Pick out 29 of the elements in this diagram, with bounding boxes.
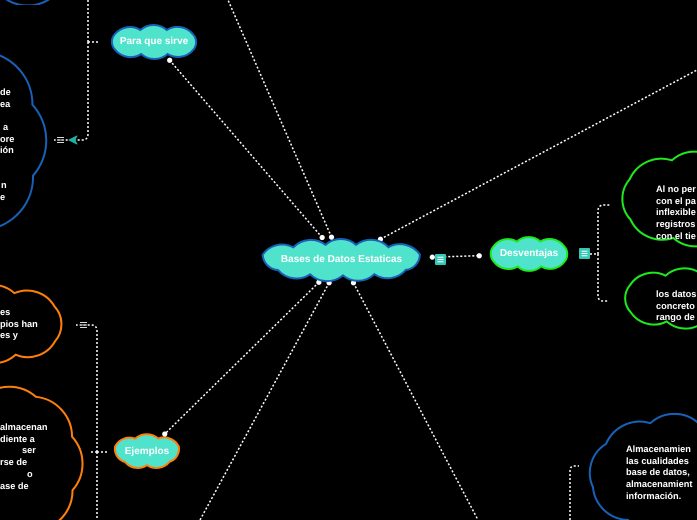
connector-line (76, 324, 98, 452)
connector-line (167, 58, 325, 240)
note-text: almacenan diente a ser rse de o ase de (0, 422, 48, 492)
note-text: de ea (0, 87, 11, 110)
connector-line (89, 451, 97, 453)
topic-label: Ejemplos (124, 446, 170, 458)
connector-line (88, 41, 98, 43)
connector-line (199, 280, 332, 520)
connector-line (227, 0, 334, 240)
topic-label: Desventajas (500, 248, 558, 260)
note-text: los datos concreto rango de (656, 289, 696, 324)
note-text: Almacenamien las cualidades base de datos, almacenamient información. (626, 444, 692, 503)
connector-line (378, 69, 697, 242)
connector-line (54, 42, 89, 144)
topic-label: Bases de Datos Estaticas (280, 254, 402, 266)
connector-line (590, 253, 598, 255)
connector-line (87, 0, 89, 42)
note-text: a ore ión (0, 122, 14, 158)
connector-line (430, 253, 482, 260)
connector-line (597, 204, 610, 254)
note-text: Al no per con el pa inflexible registros con el tie (656, 184, 696, 243)
connector-line (96, 452, 98, 520)
topic-label: Para que sirve (120, 36, 188, 48)
connector-line (350, 280, 479, 520)
note-text: es pios han es y (0, 307, 38, 342)
connector-line (162, 280, 322, 437)
connector-line (97, 451, 107, 453)
note-text: n e (0, 180, 7, 204)
connector-line (597, 254, 609, 302)
